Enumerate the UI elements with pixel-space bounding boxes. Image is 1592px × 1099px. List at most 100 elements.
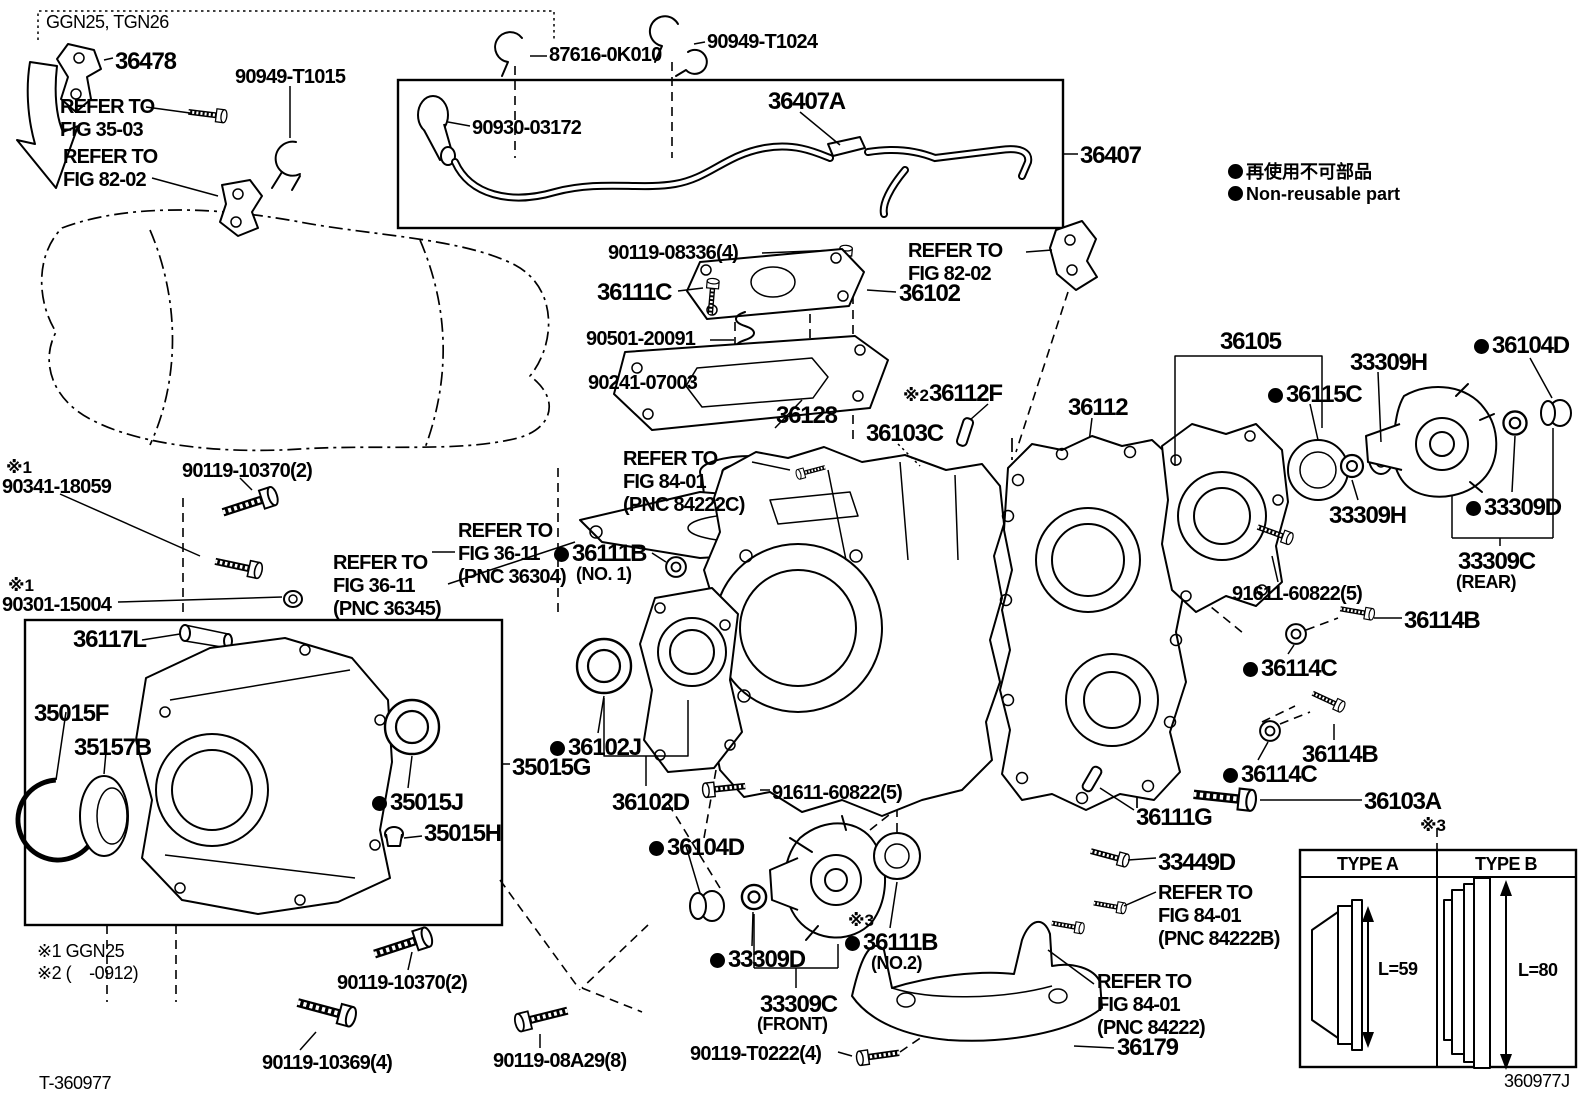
seal-36102j-drawing <box>575 637 633 695</box>
front-output-group <box>685 815 921 988</box>
non-reusable-dot-icon <box>372 796 387 811</box>
label-90119-10370-top: 90119-10370(2) <box>182 460 313 482</box>
label-36112: 36112 <box>1068 394 1129 421</box>
inset-type-a-header: TYPE A <box>1337 854 1399 874</box>
label-33309c-front: 33309C <box>760 991 838 1018</box>
washer-33309d-rear-drawing <box>1502 410 1528 436</box>
figure-code: 360977J <box>1504 1071 1570 1091</box>
bracket-fig8202-right-drawing <box>1049 220 1098 291</box>
label-no1-suffix: (NO. 1) <box>576 564 632 584</box>
bracket-fig8202-drawing <box>219 179 263 237</box>
label-33309d-front: 33309D <box>710 946 806 973</box>
label-36128: 36128 <box>776 402 838 429</box>
extension-housing-box <box>15 618 510 927</box>
label-33309c-rear: 33309C <box>1458 548 1536 575</box>
label-36103c: 36103C <box>866 420 944 447</box>
non-reusable-dot-icon <box>550 741 565 756</box>
ref-fig-82-02-left: REFER TO FIG 82-02 <box>63 146 158 191</box>
connector-36407a-drawing <box>827 136 866 157</box>
ref-fig-84-01-84222c: REFER TO FIG 84-01 (PNC 84222C) <box>623 448 745 516</box>
variant-box-label: GGN25, TGN26 <box>46 12 169 32</box>
clamp-90949t1015-drawing <box>274 140 301 177</box>
label-36114c-2: 36114C <box>1223 761 1318 788</box>
footnote-1: ※1 GGN25 <box>37 941 125 961</box>
label-36117l: 36117L <box>73 626 147 653</box>
label-91611-front: 91611-60822(5) <box>772 782 903 804</box>
label-35015j: 35015J <box>372 789 464 816</box>
label-90930-03172: 90930-03172 <box>472 117 582 139</box>
label-36102j: 36102J <box>550 734 642 761</box>
case-36102d-drawing <box>639 587 743 773</box>
non-reusable-dot-icon <box>710 953 725 968</box>
label-90119-08336: 90119-08336(4) <box>608 242 739 264</box>
label-front-suffix: (FRONT) <box>757 1014 828 1034</box>
label-36179: 36179 <box>1117 1034 1179 1061</box>
control-cover-group <box>613 220 1098 431</box>
adapter-flange-group <box>575 587 770 798</box>
clip-90949t1024-drawing <box>648 15 679 63</box>
non-reusable-dot-icon <box>1268 388 1283 403</box>
label-90119-10370-bottom: 90119-10370(2) <box>337 972 468 994</box>
rear-plates-group <box>999 355 1323 811</box>
label-no2-suffix: (NO.2) <box>871 953 923 973</box>
pin-36112f-drawing <box>955 417 975 447</box>
sheet-code: T-360977 <box>39 1073 112 1093</box>
label-90119-t0222: 90119-T0222(4) <box>690 1043 822 1065</box>
label-36111b-no1: 36111B <box>554 540 647 567</box>
flange-33309c-rear-drawing <box>1391 385 1498 498</box>
inset-length-a: L=59 <box>1378 959 1418 979</box>
ref-fig-36-11-36345: REFER TO FIG 36-11 (PNC 36345) <box>333 552 442 620</box>
bearing-36111b-no2-drawing <box>873 832 921 880</box>
label-90301-15004: 90301-15004 <box>2 594 112 616</box>
label-90501-20091: 90501-20091 <box>586 328 696 350</box>
non-reusable-dot-icon <box>1228 164 1243 179</box>
label-36105: 36105 <box>1220 328 1282 355</box>
ref-fig-84-01-84222b: REFER TO FIG 84-01 (PNC 84222B) <box>1158 882 1280 950</box>
cover-36102-drawing <box>686 248 865 320</box>
washer-36114c-drawing <box>1285 623 1307 645</box>
label-87616-0k010: 87616-0K010 <box>549 44 662 66</box>
label-36104d-front: 36104D <box>649 834 745 861</box>
gasket-36128-drawing <box>613 335 889 431</box>
rear-output-group <box>1051 357 1572 934</box>
cup-35157b-drawing <box>79 775 129 857</box>
label-90241-07003: 90241-07003 <box>588 372 698 394</box>
label-36111g: 36111G <box>1136 804 1213 831</box>
washer-33309d-front-drawing <box>740 883 768 911</box>
legend-non-reusable-en: Non-reusable part <box>1228 184 1400 205</box>
transfer-case-group <box>703 403 1093 817</box>
hose-assembly-box <box>396 15 1078 230</box>
non-reusable-dot-icon <box>1243 662 1258 677</box>
label-36478: 36478 <box>115 48 177 75</box>
label-36111c: 36111C <box>597 279 672 306</box>
mark-star3-center: ※3 <box>848 911 874 930</box>
label-90949-t1024: 90949-T1024 <box>707 31 818 53</box>
clip-87616-drawing <box>494 31 523 77</box>
label-36407a: 36407A <box>768 88 846 115</box>
case-36112-drawing <box>999 435 1187 811</box>
label-36112f: ※236112F <box>903 380 1003 407</box>
ref-fig-84-01-84222: REFER TO FIG 84-01 (PNC 84222) <box>1097 971 1206 1039</box>
bearing-36115c-drawing <box>1287 439 1349 501</box>
label-36104d-rear: 36104D <box>1474 332 1570 359</box>
bracket-36478-drawing <box>56 43 102 113</box>
label-33449d: 33449D <box>1158 849 1236 876</box>
label-36114b-2: 36114B <box>1302 741 1379 768</box>
pin-36111g-drawing <box>1081 765 1103 793</box>
label-35015f: 35015F <box>34 700 109 727</box>
ref-fig-82-02-right: REFER TO FIG 82-02 <box>908 240 1003 285</box>
washer-36114c2-drawing <box>1259 720 1281 742</box>
label-36114c-1: 36114C <box>1243 655 1338 682</box>
top-left-group <box>16 10 555 237</box>
non-reusable-dot-icon <box>1466 501 1481 516</box>
inset-length-b: L=80 <box>1518 960 1558 980</box>
type-inset-box <box>1298 848 1578 1070</box>
footnote-2: ※2 ( -0912) <box>37 963 139 983</box>
label-90119-10369: 90119-10369(4) <box>262 1052 393 1074</box>
label-90119-08a29: 90119-08A29(8) <box>493 1050 627 1072</box>
label-36114b-1: 36114B <box>1404 607 1481 634</box>
label-36103a: 36103A <box>1364 788 1442 815</box>
label-33309h-bottom: 33309H <box>1329 502 1407 529</box>
